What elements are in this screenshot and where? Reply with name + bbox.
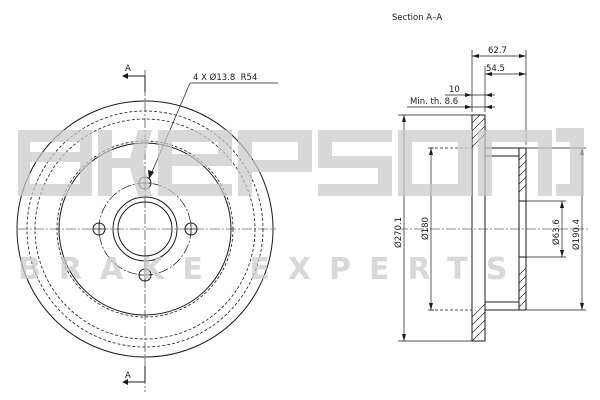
dim-friction-inner-diameter-label: Ø180 <box>420 217 431 240</box>
disc-friction-ring-outer <box>26 110 264 348</box>
akebono-tagline: BRAKE EXPERTS <box>18 252 525 287</box>
dim-hat-height-label: 54.5 <box>486 64 505 74</box>
section-marker-bottom-label: A <box>125 371 131 381</box>
disc-outer-edge <box>16 100 274 358</box>
dim-outer-diameter-label: Ø270.1 <box>393 217 404 248</box>
dim-thickness-label: 10 <box>449 85 460 95</box>
dim-friction-inner-diameter: Ø180 <box>420 147 434 311</box>
dim-hat-height: 54.5 <box>484 64 526 112</box>
akebono-watermark: BRAKE EXPERTS <box>18 128 584 287</box>
section-marker-bottom: A <box>122 366 146 385</box>
front-view: A A 4 X Ø13.8 R54 <box>16 64 278 392</box>
section-view: Section A–A <box>392 13 590 342</box>
dim-hat-diameter-label: Ø190.4 <box>571 219 582 250</box>
dim-overall-height-label: 62.7 <box>488 46 507 56</box>
friction-ring-hatching <box>471 114 486 342</box>
section-title: Section A–A <box>392 13 442 23</box>
center-bore-inner <box>117 201 173 257</box>
hat-wall-hatching <box>518 152 527 308</box>
dim-center-bore-label: Ø63.6 <box>551 219 562 245</box>
dim-thickness: 10 <box>445 85 495 97</box>
disc-friction-ring-inner <box>34 118 256 340</box>
friction-ring-section <box>471 114 486 342</box>
akebono-logo <box>18 128 584 196</box>
hat-outer-hidden-edge <box>56 140 234 318</box>
section-marker-top: A <box>122 64 146 92</box>
dim-min-thickness-label: Min. th. 8.6 <box>410 97 458 107</box>
dim-center-bore: Ø63.6 <box>526 200 566 258</box>
dim-overall-height: 62.7 <box>471 46 527 145</box>
center-bore-outer <box>112 196 178 262</box>
dim-min-thickness: Min. th. 8.6 <box>407 97 495 109</box>
section-marker-top-label: A <box>125 64 131 74</box>
hole-callout-text: 4 X Ø13.8 R54 <box>193 72 257 83</box>
